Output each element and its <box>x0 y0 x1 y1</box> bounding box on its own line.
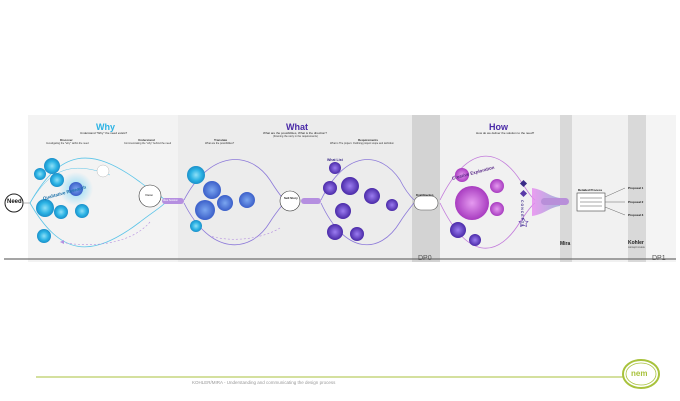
discover-label: Discover <box>60 138 73 142</box>
kohler-band <box>628 115 646 262</box>
kohler-sublabel: concept review <box>628 246 645 249</box>
why-subtitle: Understand "Why" the need exists? <box>80 131 128 135</box>
what-list-bubble <box>386 199 398 211</box>
translate-desc: What are the possibilities? <box>205 142 235 145</box>
kohler-label: Kohler <box>628 240 644 246</box>
star-icon <box>518 217 529 228</box>
concept-diamond-icon <box>519 179 528 188</box>
what-list-label: What List <box>327 158 343 162</box>
why-bubble <box>36 199 54 217</box>
dp0-label: DP0 <box>418 255 432 262</box>
discover-desc: Investigating the "why" within the need <box>46 142 89 145</box>
what-subtitle-2: (Framing the story in the requirements) <box>273 135 318 138</box>
what-list-bubble <box>335 203 351 219</box>
sell-story-node <box>279 190 301 212</box>
why-bubble <box>54 205 68 219</box>
how-bubble <box>490 202 504 216</box>
logo-text: nem <box>631 369 648 378</box>
concepts-label: CONCEPTS <box>520 200 524 228</box>
translate-label: Translate <box>214 138 228 142</box>
how-bubble <box>450 222 466 238</box>
what-title: What <box>286 122 308 132</box>
connector-pill-2 <box>301 198 321 204</box>
how-bubble <box>455 168 469 182</box>
requirements-desc: What is The project. Outlining project s… <box>330 142 394 145</box>
what-bubble <box>239 192 255 208</box>
sell-story-label: Sell Story <box>284 196 298 200</box>
why-bubble <box>34 168 46 180</box>
what-bubble <box>203 181 221 199</box>
concept-diamond-icon <box>519 189 528 198</box>
what-bubble <box>217 195 233 211</box>
how-subtitle: How do we deliver the solution to the ne… <box>476 131 535 135</box>
how-bubble <box>469 234 481 246</box>
what-list-bubble <box>364 188 380 204</box>
why-title: Why <box>96 122 115 132</box>
why-bubble <box>75 204 89 218</box>
need-label: Need <box>7 199 22 205</box>
proposal-2-label: Proposal 2 <box>628 200 644 204</box>
nem-logo <box>622 359 660 389</box>
why-bubble <box>44 158 60 174</box>
how-band-2 <box>572 115 628 262</box>
proposal-3-label: Proposal 3 <box>628 213 644 217</box>
why-bubble <box>69 182 83 196</box>
how-bubble <box>490 179 504 193</box>
understand-label: Understand <box>138 138 155 142</box>
refine-pill <box>541 198 569 205</box>
detailed-process-label: Detailed Process <box>578 188 603 192</box>
creative-exploration-bubble <box>455 186 489 220</box>
requirements-label: Requirements <box>358 138 379 142</box>
connector-pill <box>162 198 184 204</box>
what-list-bubble <box>327 224 343 240</box>
proposal-1-label: Proposal 1 <box>628 186 644 190</box>
understand-desc: Communicating the "why" behind the need <box>124 142 172 145</box>
idea-session-label: Idea Session <box>163 199 178 202</box>
final-direction-node <box>413 195 439 211</box>
what-list-bubble <box>323 181 337 195</box>
mira-label: Mira <box>560 241 571 247</box>
vision-label: Vision <box>145 193 154 197</box>
end-band <box>646 115 676 262</box>
why-bubble <box>50 173 64 187</box>
what-list-bubble <box>329 162 341 174</box>
what-bubble <box>190 220 202 232</box>
dp0-band <box>412 115 440 262</box>
footer-caption: KOHLER/MIRA - Understanding and communic… <box>192 380 336 385</box>
why-bubble <box>37 229 51 243</box>
mira-band <box>560 115 572 262</box>
final-direction-label: Final Direction <box>416 194 434 197</box>
dp1-label: DP1 <box>652 255 666 262</box>
what-subtitle: What are the possibilities, What is the … <box>263 131 327 135</box>
what-list-bubble <box>341 177 359 195</box>
what-bubble <box>187 166 205 184</box>
what-bubble <box>195 200 215 220</box>
how-title: How <box>489 122 508 132</box>
what-list-bubble <box>350 227 364 241</box>
vision-node <box>138 184 162 208</box>
